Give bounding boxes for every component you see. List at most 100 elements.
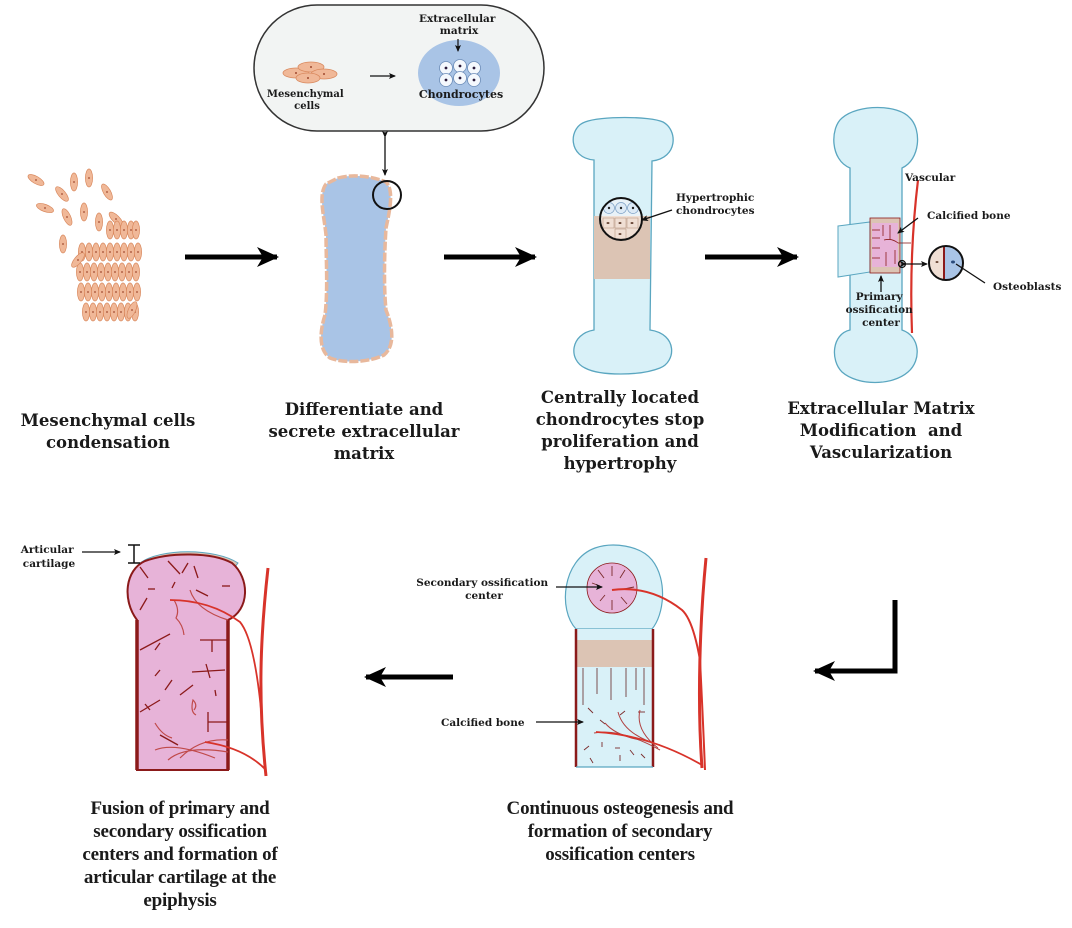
cell-nucleus [98, 221, 100, 223]
inset-box: Mesenchymal cells Extracellular matrix C… [253, 4, 545, 132]
cell-nucleus [130, 251, 132, 253]
cell-nucleus [88, 251, 90, 253]
cell-nucleus [79, 271, 81, 273]
caption-line: proliferation and [541, 432, 699, 451]
stage2-cartilage-model [319, 174, 402, 364]
detail-circle [372, 180, 402, 210]
caption-line: Modification and [799, 421, 963, 440]
caption-line: articular cartilage at the [83, 867, 277, 888]
cell-nucleus [135, 229, 137, 231]
stage3-caption: Centrally located chondrocytes stop prol… [520, 387, 720, 475]
inset-chondrocytes-label: Chondrocytes [419, 88, 503, 101]
hypertrophic-pointer [641, 209, 673, 221]
stage6-caption: Fusion of primary and secondary ossifica… [40, 797, 320, 912]
cell-nucleus [120, 311, 122, 313]
stage4-caption: Extracellular Matrix Modification and Va… [766, 398, 996, 464]
cell-nucleus [106, 311, 108, 313]
cell-nucleus [83, 211, 85, 213]
articular-cartilage-label: Articular cartilage [20, 544, 78, 570]
stage5-bone: Secondary ossification center Calcified … [416, 544, 708, 771]
caption-line: formation of secondary [527, 821, 713, 842]
stage1-caption: Mesenchymal cells condensation [0, 410, 216, 454]
mesenchymal-cells-cluster [282, 61, 338, 84]
caption-line: Vascularization [809, 443, 953, 462]
cell-nucleus [115, 218, 117, 220]
caption-line: Continuous osteogenesis and [506, 798, 734, 819]
cell-nucleus [116, 251, 118, 253]
chondrocyte-cells [439, 59, 481, 87]
stage2-caption: Differentiate and secrete extracellular … [254, 399, 474, 465]
stage4-bone-model: Vascular Calcified bone Osteoblasts Prim… [833, 106, 1061, 384]
cell-nucleus [86, 271, 88, 273]
cell-nucleus [66, 216, 68, 218]
secondary-center-label: Secondary ossification center [416, 577, 552, 602]
cell-nucleus [113, 311, 115, 313]
stage6-vessel [259, 567, 270, 777]
stage5-caption: Continuous osteogenesis and formation of… [475, 797, 765, 866]
cell-nucleus [99, 311, 101, 313]
caption-line: Mesenchymal cells [20, 411, 196, 430]
stage3-bone-model: Hypertrophic chondrocytes [572, 116, 758, 375]
cell-nucleus [108, 291, 110, 293]
cell-nucleus [80, 291, 82, 293]
cell-nucleus [109, 229, 111, 231]
hypertrophic-label: Hypertrophic chondrocytes [676, 192, 758, 217]
caption-line: hypertrophy [563, 454, 677, 473]
calcified-bone-label: Calcified bone [927, 210, 1011, 222]
cell-nucleus [128, 271, 130, 273]
caption-line: Extracellular Matrix [787, 399, 975, 418]
primary-center-label: Primary ossification center [846, 291, 917, 329]
cell-nucleus [95, 251, 97, 253]
caption-line: Differentiate and [284, 400, 444, 419]
cell-nucleus [87, 291, 89, 293]
cell-nucleus [77, 259, 79, 261]
calcified-pointer [897, 217, 919, 234]
caption-line: centers and formation of [82, 844, 278, 865]
cartilage-thickness-bracket [128, 544, 140, 564]
cell-nucleus [136, 291, 138, 293]
cell-nucleus [106, 191, 108, 193]
cell-nucleus [114, 271, 116, 273]
caption-line: ossification centers [545, 844, 695, 865]
osteoblast-pointer [955, 263, 986, 284]
osteoblasts-label: Osteoblasts [993, 281, 1061, 293]
cell-nucleus [116, 229, 118, 231]
caption-line: secrete extracellular [268, 422, 460, 441]
cell-nucleus [93, 271, 95, 273]
cell-nucleus [123, 229, 125, 231]
growth-plate [576, 640, 653, 667]
cell-nucleus [122, 291, 124, 293]
cell-nucleus [135, 271, 137, 273]
cell-nucleus [61, 193, 63, 195]
cell-nucleus [121, 271, 123, 273]
stage1-mesenchymal-cells [27, 168, 142, 322]
cell-nucleus [85, 311, 87, 313]
cell-nucleus [115, 291, 117, 293]
vascular-vessel [910, 179, 920, 334]
cell-nucleus [131, 309, 133, 311]
caption-line: condensation [46, 433, 170, 452]
stage5-vessel [697, 557, 708, 769]
cell-nucleus [101, 291, 103, 293]
caption-line: matrix [333, 444, 395, 463]
inset-ecm-label: Extracellular matrix [419, 13, 499, 37]
bone-collar [837, 221, 871, 278]
cell-nucleus [130, 229, 132, 231]
cell-nucleus [92, 311, 94, 313]
caption-line: chondrocytes stop [535, 410, 705, 429]
caption-line: secondary ossification [93, 821, 267, 842]
caption-line: Centrally located [540, 388, 700, 407]
cell-nucleus [129, 291, 131, 293]
cell-nucleus [102, 251, 104, 253]
caption-line: Fusion of primary and [90, 798, 270, 819]
cell-nucleus [88, 177, 90, 179]
cell-nucleus [107, 271, 109, 273]
osteoblast-detail-circle [928, 245, 964, 281]
cell-nucleus [62, 243, 64, 245]
cell-nucleus [94, 291, 96, 293]
cell-nucleus [35, 179, 37, 181]
stage6-bone: Articular cartilage [20, 544, 270, 777]
cell-nucleus [73, 181, 75, 183]
flow-arrow-4 [813, 600, 898, 681]
